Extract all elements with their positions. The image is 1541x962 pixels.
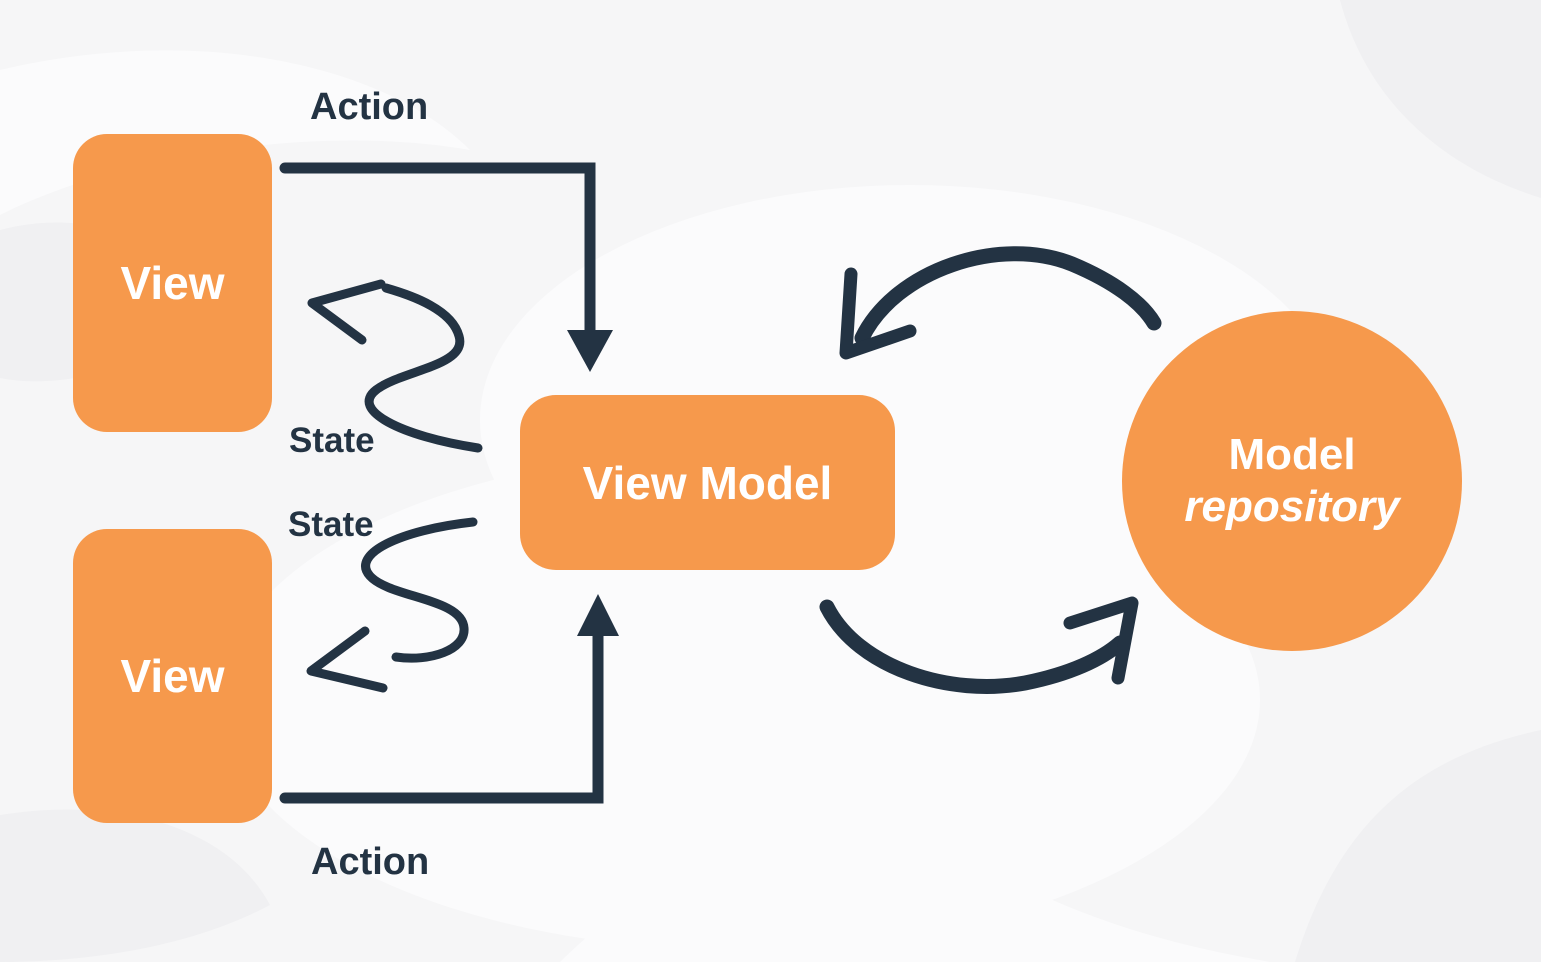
view-model-node: View Model xyxy=(520,395,895,570)
action-label-top: Action xyxy=(310,86,429,128)
sync-arrow-top xyxy=(839,246,1162,360)
state-label-top: State xyxy=(289,421,375,460)
view-node-bottom-label: View xyxy=(120,650,225,702)
state-arrow-top xyxy=(307,279,483,453)
state-arrow-bottom xyxy=(306,517,478,693)
view-node-top: View xyxy=(73,134,272,432)
action-arrow-top xyxy=(279,162,613,372)
view-node-top-label: View xyxy=(120,257,225,309)
view-node-bottom: View xyxy=(73,529,272,823)
model-repository-subtitle: repository xyxy=(1184,482,1400,531)
action-arrow-bottom xyxy=(279,594,619,804)
model-repository-node: Model repository xyxy=(1122,311,1462,651)
model-repository-title: Model xyxy=(1228,430,1356,480)
action-label-bottom: Action xyxy=(311,841,430,883)
sync-arrow-bottom xyxy=(819,596,1139,694)
state-label-bottom: State xyxy=(288,505,374,544)
view-model-node-label: View Model xyxy=(582,456,833,509)
